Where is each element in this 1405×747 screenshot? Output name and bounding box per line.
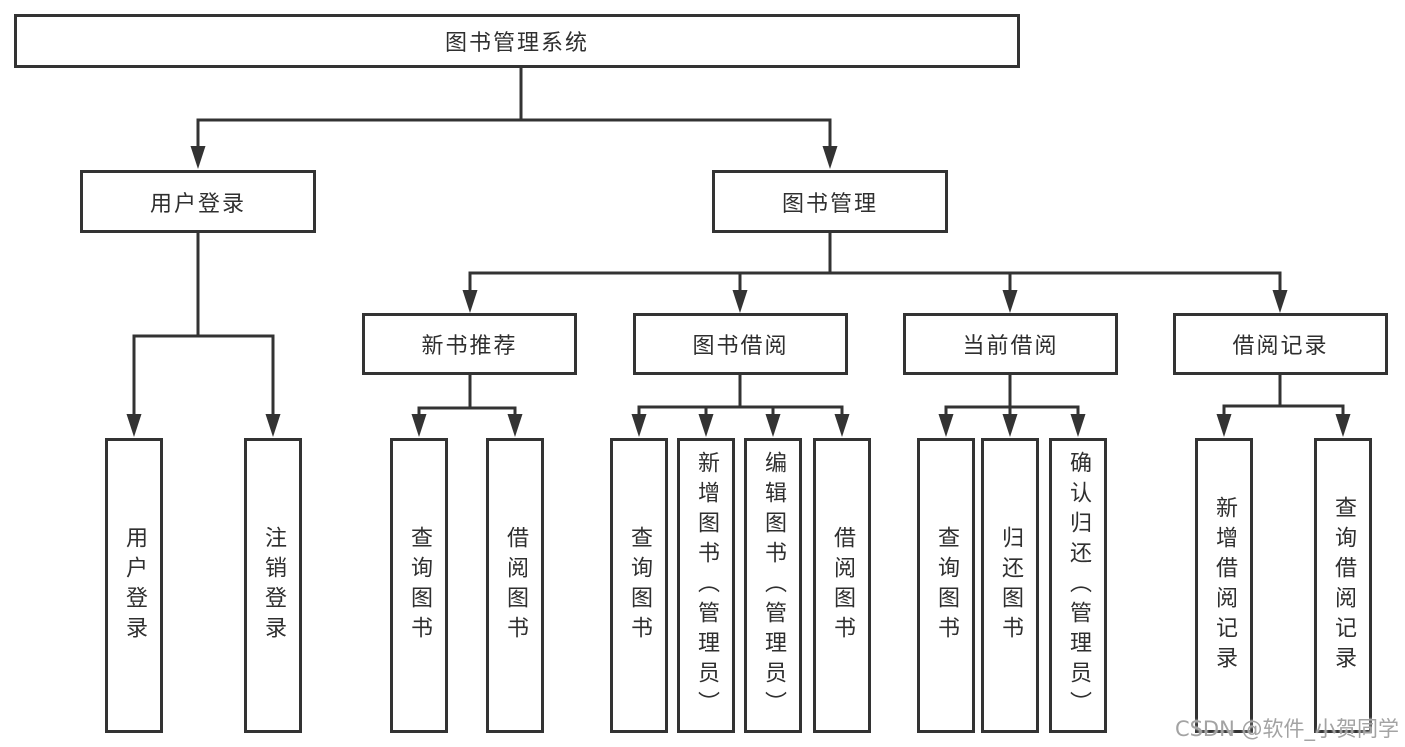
leaf-query-books-1: 查询图书 (390, 438, 448, 733)
leaf-add-books-admin-label: 新增图书（管理员） (694, 450, 719, 721)
leaf-add-books-admin: 新增图书（管理员） (677, 438, 735, 733)
leaf-logout: 注销登录 (244, 438, 302, 733)
leaf-user-login-label: 用户登录 (122, 525, 147, 646)
leaf-query-borrow-record-label: 查询借阅记录 (1331, 495, 1356, 676)
leaf-borrow-books-1-label: 借阅图书 (503, 525, 528, 646)
node-book-borrow-label: 图书借阅 (692, 334, 789, 359)
node-current-borrow-label: 当前借阅 (962, 334, 1059, 359)
leaf-query-borrow-record: 查询借阅记录 (1314, 438, 1372, 733)
leaf-query-books-3: 查询图书 (917, 438, 975, 733)
leaf-query-books-3-label: 查询图书 (934, 525, 959, 646)
node-user-login-label: 用户登录 (149, 191, 246, 217)
leaf-logout-label: 注销登录 (261, 525, 286, 646)
node-new-book-recommend-label: 新书推荐 (421, 334, 518, 359)
node-user-login: 用户登录 (80, 170, 316, 233)
leaf-borrow-books-1: 借阅图书 (486, 438, 544, 733)
node-current-borrow: 当前借阅 (903, 313, 1118, 375)
node-borrow-records: 借阅记录 (1173, 313, 1388, 375)
leaf-query-books-2: 查询图书 (610, 438, 668, 733)
csdn-watermark: CSDN @软件_小贺同学 (1174, 717, 1399, 741)
node-book-borrow: 图书借阅 (633, 313, 848, 375)
leaf-edit-books-admin: 编辑图书（管理员） (744, 438, 802, 733)
leaf-confirm-return-admin-label: 确认归还（管理员） (1066, 450, 1091, 721)
leaf-borrow-books-2: 借阅图书 (813, 438, 871, 733)
node-borrow-records-label: 借阅记录 (1232, 334, 1329, 359)
leaf-borrow-books-2-label: 借阅图书 (830, 525, 855, 646)
leaf-return-books-label: 归还图书 (998, 525, 1023, 646)
leaf-edit-books-admin-label: 编辑图书（管理员） (761, 450, 786, 721)
leaf-add-borrow-record-label: 新增借阅记录 (1212, 495, 1237, 676)
leaf-query-books-2-label: 查询图书 (627, 525, 652, 646)
leaf-query-books-1-label: 查询图书 (407, 525, 432, 646)
node-root: 图书管理系统 (14, 14, 1020, 68)
leaf-add-borrow-record: 新增借阅记录 (1195, 438, 1253, 733)
node-root-label: 图书管理系统 (444, 31, 589, 56)
leaf-return-books: 归还图书 (981, 438, 1039, 733)
node-new-book-recommend: 新书推荐 (362, 313, 577, 375)
node-book-management-label: 图书管理 (781, 191, 878, 217)
node-book-management: 图书管理 (712, 170, 948, 233)
leaf-user-login: 用户登录 (105, 438, 163, 733)
leaf-confirm-return-admin: 确认归还（管理员） (1049, 438, 1107, 733)
